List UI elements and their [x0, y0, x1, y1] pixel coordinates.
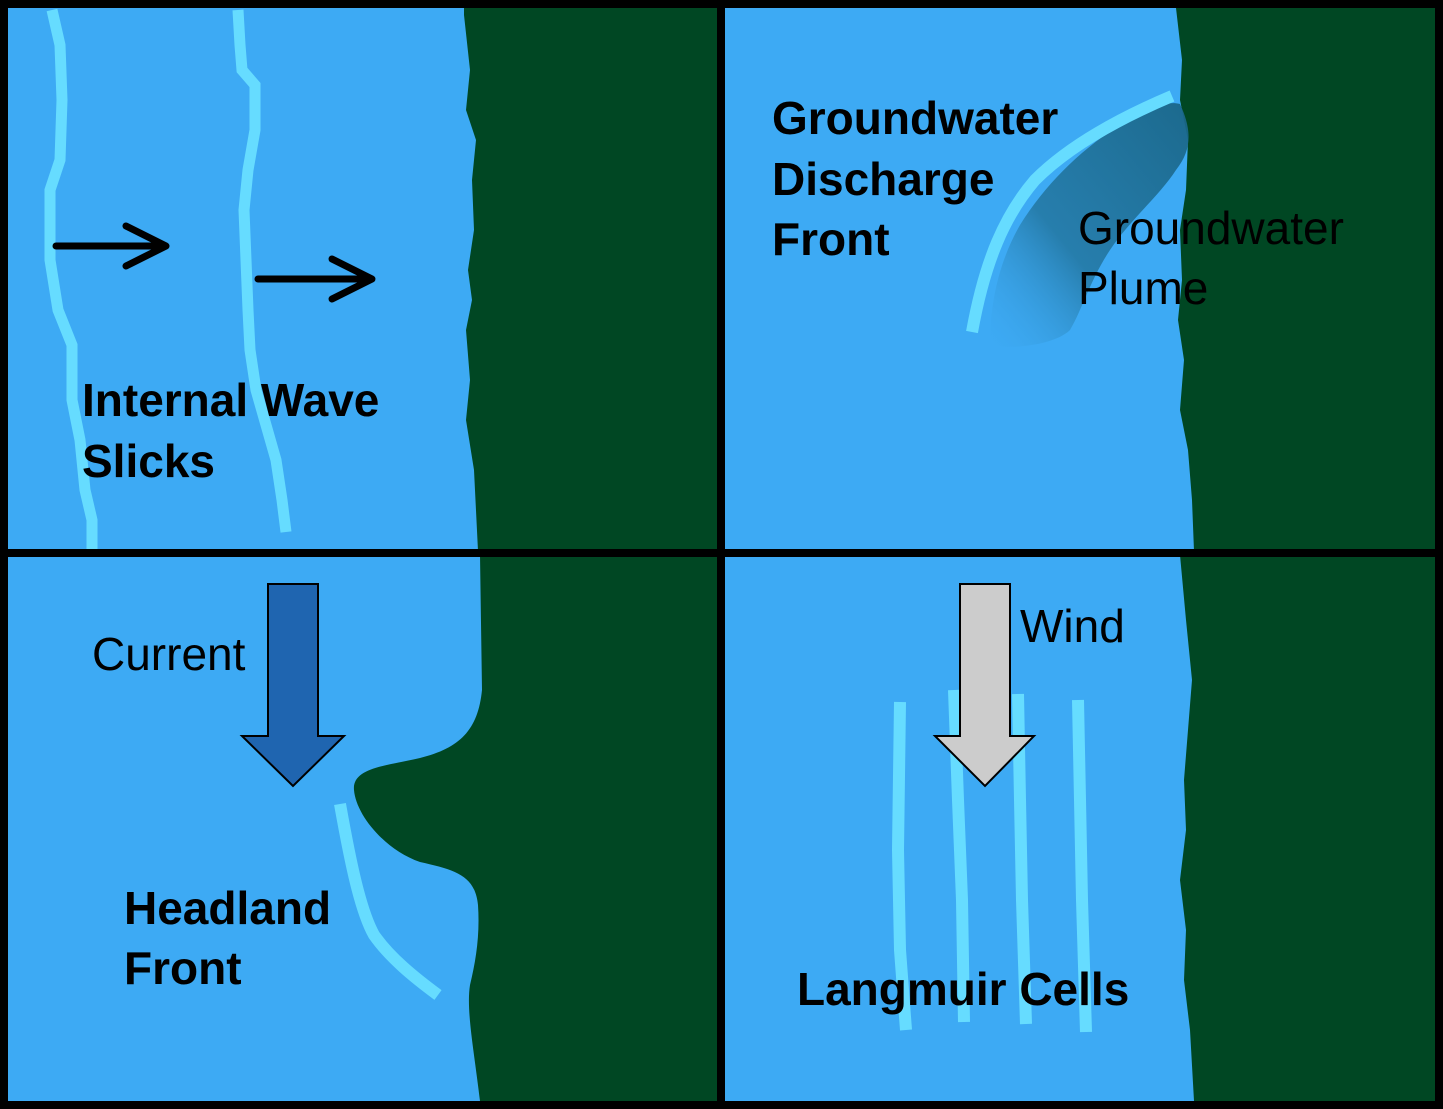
shoreline-land	[1176, 8, 1435, 551]
panel-headland-front: Current Headland Front	[8, 555, 718, 1101]
shoreline-land	[1180, 555, 1435, 1101]
groundwater-plume-label-line-1: Groundwater	[1078, 202, 1344, 254]
wind-arrow-label: Wind	[1020, 600, 1125, 652]
langmuir-cells-label: Langmuir Cells	[797, 963, 1129, 1015]
panel-langmuir-cells: Wind Langmuir Cells	[724, 555, 1435, 1101]
current-arrow-label: Current	[92, 628, 246, 680]
headland-front-label-line-1: Headland	[124, 882, 331, 934]
panel-groundwater-discharge-front: Groundwater Discharge Front Groundwater …	[724, 8, 1435, 551]
groundwater-front-label-line-3: Front	[772, 213, 890, 265]
internal-wave-label-line-2: Slicks	[82, 435, 215, 487]
groundwater-front-label-line-2: Discharge	[772, 153, 994, 205]
panel-internal-wave-slicks: Internal Wave Slicks	[8, 8, 718, 551]
groundwater-plume-label-line-2: Plume	[1078, 262, 1208, 314]
headland-front-label-line-2: Front	[124, 942, 242, 994]
groundwater-front-label-line-1: Groundwater	[772, 92, 1058, 144]
internal-wave-label-line-1: Internal Wave	[82, 374, 379, 426]
shoreline-land	[464, 8, 718, 551]
